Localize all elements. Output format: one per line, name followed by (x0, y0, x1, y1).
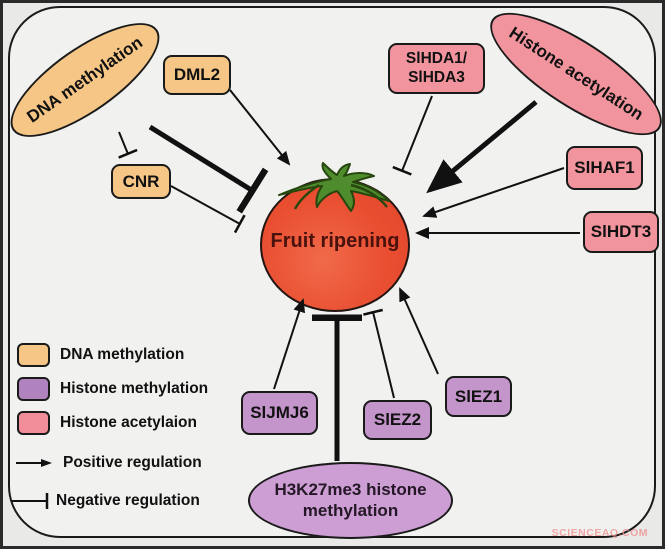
dna-methylation-swatch (17, 343, 50, 367)
node-slhda-label-line1: SlHDA1/ (405, 49, 468, 67)
legend-label: DNA methylation (60, 346, 185, 363)
node-slhdt3-label: SlHDT3 (590, 222, 652, 241)
node-slez1: SlEZ1 (445, 376, 512, 417)
positive-regulation-arrow-icon (16, 459, 52, 467)
node-sljmj6-label: SlJMJ6 (250, 403, 309, 422)
histone-acetylation-swatch (17, 411, 50, 435)
node-h3k27me3: H3K27me3 histone methylation (248, 462, 453, 539)
legend-label: Histone acetylaion (60, 414, 197, 431)
node-h3k27-label-line1: H3K27me3 histone (274, 480, 427, 500)
node-h3k27-label-line2: methylation (302, 500, 399, 520)
node-slhaf1: SlHAF1 (566, 146, 643, 190)
histone-methylation-swatch (17, 377, 50, 401)
node-slhaf1-label: SlHAF1 (574, 158, 635, 177)
tomato-illustration: Fruit ripening (260, 178, 410, 312)
legend-item-positive-regulation: Positive regulation (15, 453, 202, 473)
node-cnr-label: CNR (122, 171, 160, 191)
legend-label: Histone methylation (60, 380, 209, 397)
node-slez2: SlEZ2 (363, 400, 432, 440)
node-slhdt3: SlHDT3 (583, 211, 659, 253)
node-slez2-label: SlEZ2 (373, 410, 422, 429)
negative-regulation-tbar-icon (12, 493, 49, 509)
watermark: SCIENCEAQ.COM (551, 527, 648, 539)
legend-label: Positive regulation (63, 454, 202, 471)
node-slhda-label-line2: SlHDA3 (408, 68, 465, 86)
legend-item-negative-regulation: Negative regulation (12, 491, 200, 511)
legend-item-histone-methylation: Histone methylation (17, 377, 208, 401)
center-node-label: Fruit ripening (270, 229, 400, 252)
node-slhda1-slhda3: SlHDA1/ SlHDA3 (388, 43, 485, 94)
node-sljmj6: SlJMJ6 (241, 391, 318, 435)
legend-label: Negative regulation (56, 492, 200, 509)
node-dml2: DML2 (163, 55, 231, 95)
legend-item-histone-acetylation: Histone acetylaion (17, 411, 197, 435)
node-slez1-label: SlEZ1 (454, 386, 503, 406)
node-dml2-label: DML2 (173, 65, 221, 84)
node-cnr: CNR (111, 164, 171, 199)
legend-item-dna-methylation: DNA methylation (17, 343, 184, 367)
